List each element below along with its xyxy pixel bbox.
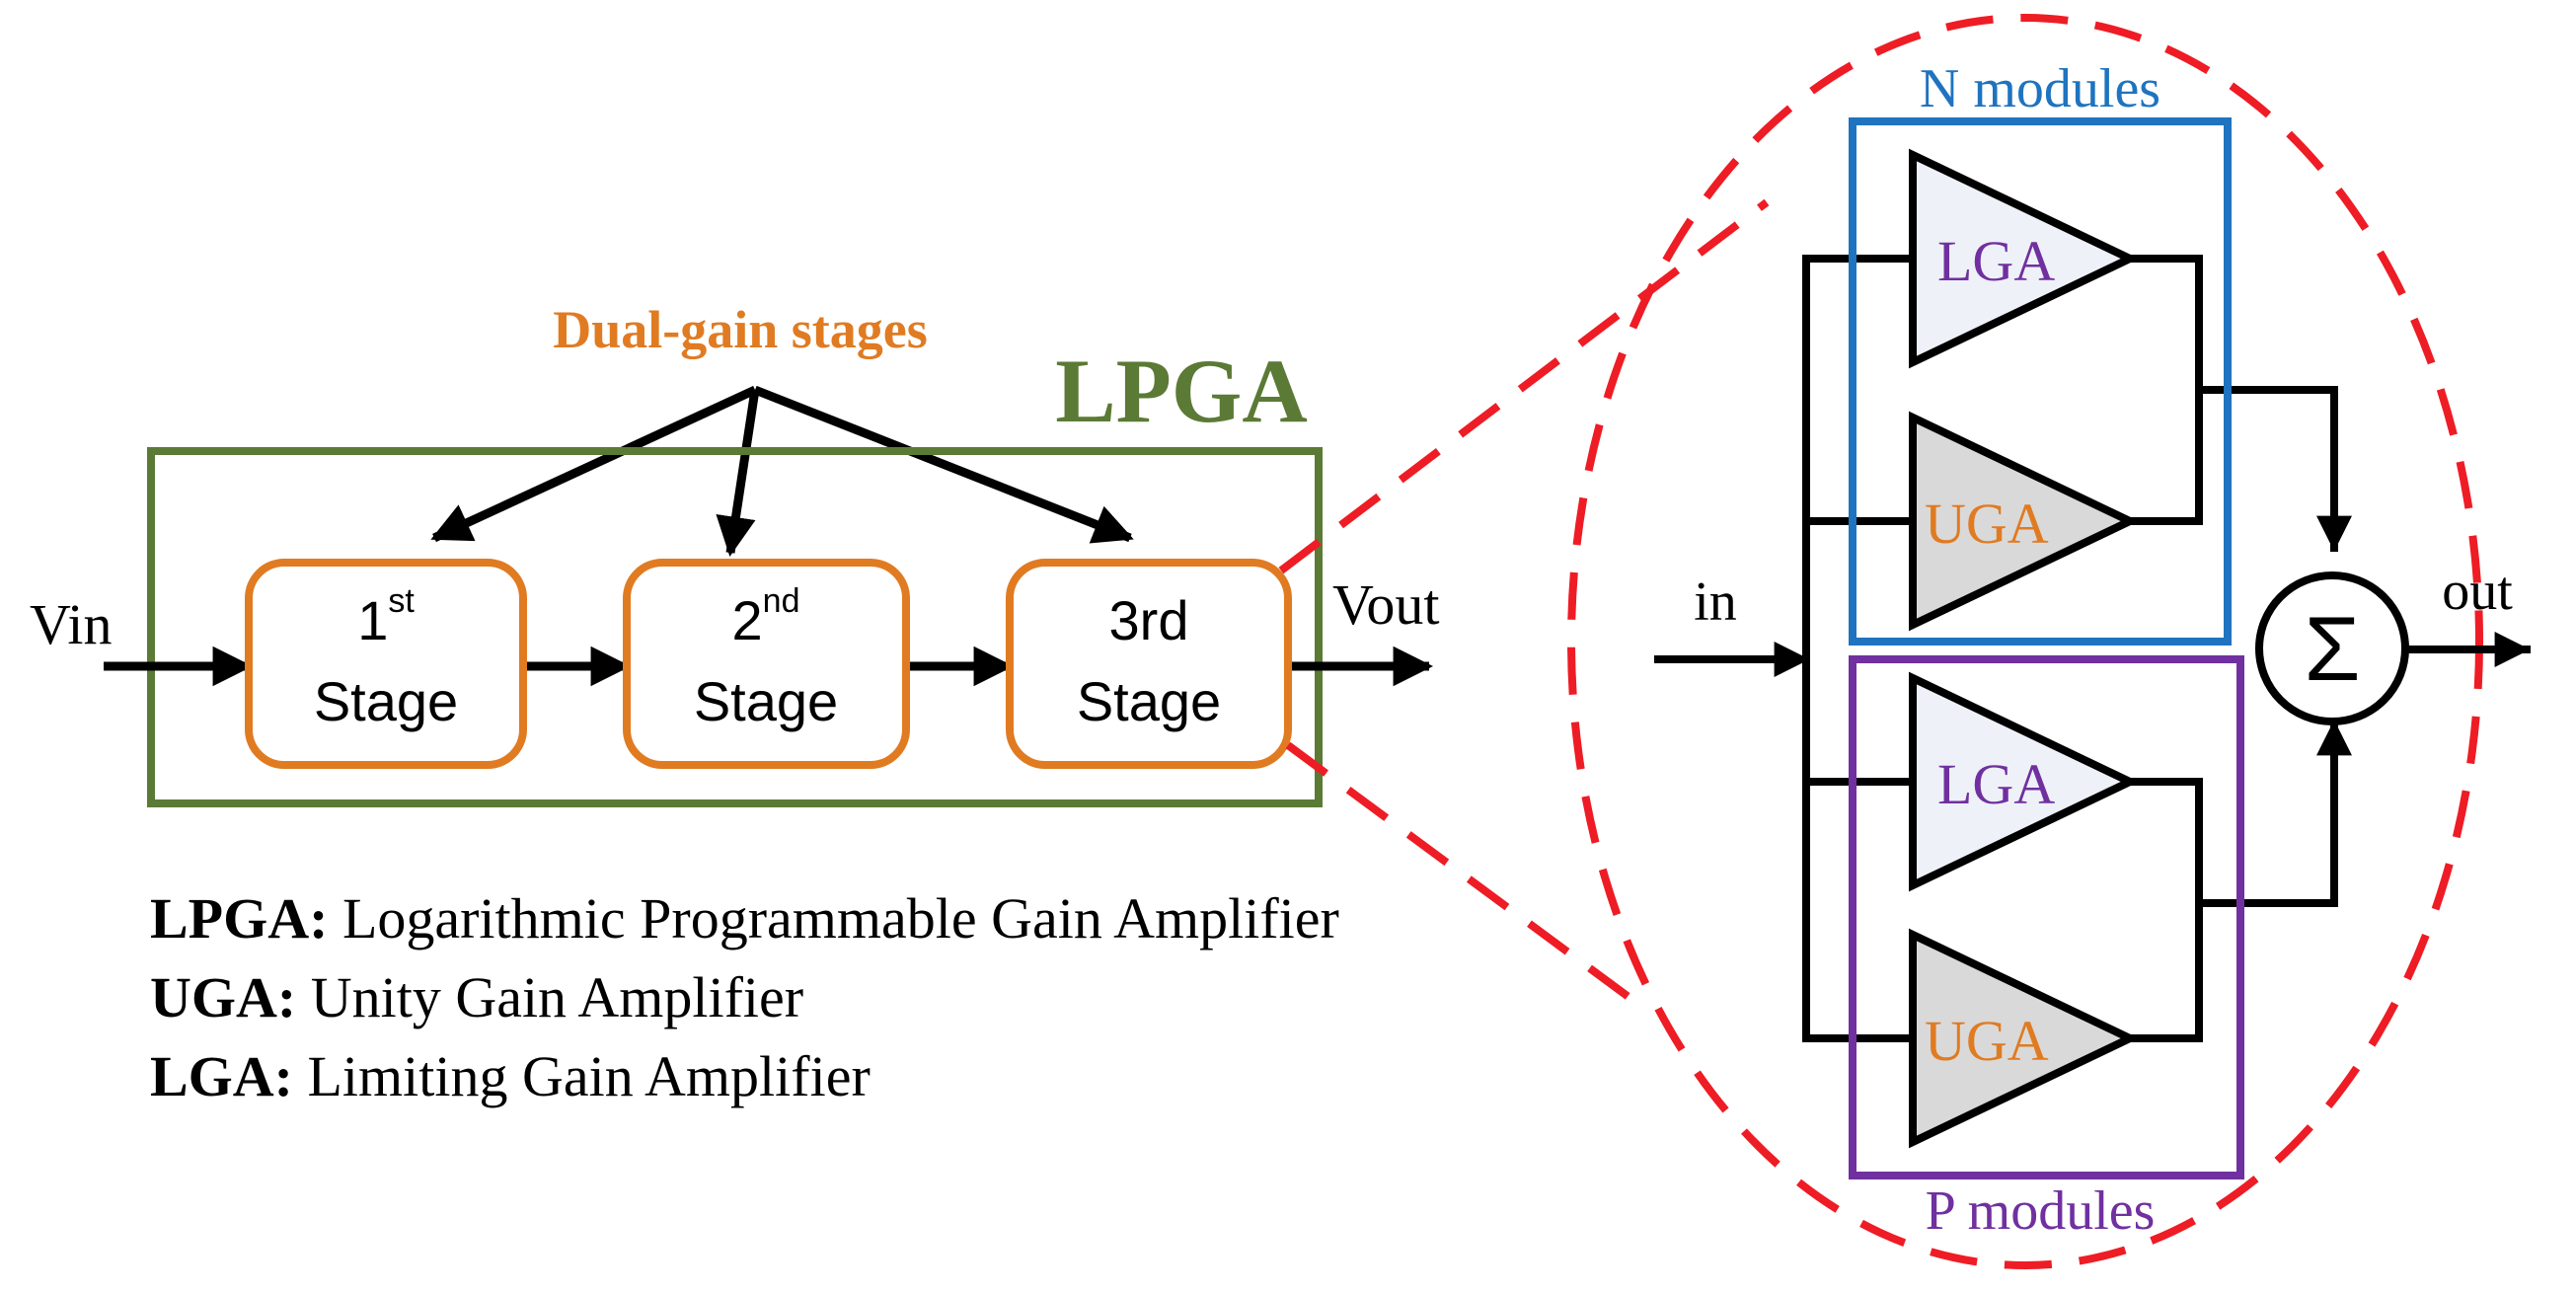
legend: LPGA: Logarithmic Programmable Gain Ampl… <box>150 886 1339 1108</box>
legend-term-lpga: LPGA: <box>150 886 328 951</box>
legend-desc-lpga: Logarithmic Programmable Gain Amplifier <box>328 886 1338 951</box>
p-to-sum-wire <box>2195 720 2352 907</box>
stage-2-number: 2 <box>732 589 763 651</box>
lga-triangle-icon <box>1909 148 2140 369</box>
legend-item-lga: LGA: Limiting Gain Amplifier <box>150 1044 871 1108</box>
uga-triangle-icon <box>1909 928 2140 1149</box>
out-label: out <box>2442 561 2513 622</box>
amplifier-2: UGA <box>1909 411 2140 632</box>
dual-gain-pointer-arrows <box>430 385 1134 558</box>
pointer-arrow-stage-1 <box>430 385 757 543</box>
lga-triangle-icon <box>1909 671 2140 892</box>
amplifier-2-label: UGA <box>1925 492 2049 556</box>
zoom-line-bottom <box>1285 741 1631 1001</box>
legend-term-uga: UGA: <box>150 965 296 1029</box>
p-modules-box <box>1849 655 2244 1179</box>
stage-3: 3rd Stage <box>1006 559 1292 769</box>
n-modules-box <box>1849 117 2232 646</box>
p-modules-label: P modules <box>1926 1180 2156 1242</box>
sum-circle-icon <box>2255 571 2409 725</box>
stage-1-superscript: st <box>388 582 415 620</box>
legend-item-uga: UGA: Unity Gain Amplifier <box>150 965 803 1029</box>
zoom-ellipse <box>1567 14 2483 1269</box>
amplifier-1-label: LGA <box>1937 229 2055 293</box>
stage-1-word: Stage <box>314 670 458 732</box>
lpga-label: LPGA <box>1055 341 1308 441</box>
amplifier-1: LGA <box>1909 148 2140 369</box>
amplifier-3: LGA <box>1909 671 2140 892</box>
vout-label: Vout <box>1332 572 1440 637</box>
legend-desc-uga: Unity Gain Amplifier <box>296 965 803 1029</box>
lpga-box <box>147 447 1323 807</box>
uga-triangle-icon <box>1909 411 2140 632</box>
legend-term-lga: LGA: <box>150 1044 293 1108</box>
summing-node: Σ <box>2255 571 2409 725</box>
sum-symbol: Σ <box>2305 599 2361 700</box>
stage-1-number: 1 <box>357 589 388 651</box>
pointer-arrow-stage-3 <box>753 385 1134 544</box>
stage-1-box <box>245 559 527 769</box>
stage-1-ordinal: 1st <box>357 582 415 651</box>
pointer-arrow-stage-2 <box>716 389 760 558</box>
n-to-sum-wire <box>2195 386 2352 552</box>
amplifier-3-label: LGA <box>1937 752 2055 816</box>
stage-1: 1st Stage <box>245 559 527 769</box>
stage-2-superscript: nd <box>763 582 800 620</box>
amplifier-4: UGA <box>1909 928 2140 1149</box>
stage-3-word: Stage <box>1077 670 1221 732</box>
stage-2-word: Stage <box>694 670 838 732</box>
stage-2-box <box>623 559 910 769</box>
n-modules-label: N modules <box>1920 58 2160 119</box>
legend-desc-lga: Limiting Gain Amplifier <box>293 1044 871 1108</box>
stage-3-ordinal: 3rd <box>1109 589 1189 651</box>
legend-item-lpga: LPGA: Logarithmic Programmable Gain Ampl… <box>150 886 1339 951</box>
stage-3-box <box>1006 559 1292 769</box>
stage-2-ordinal: 2nd <box>732 582 800 651</box>
zoom-line-top <box>1278 198 1770 574</box>
amplifier-4-label: UGA <box>1925 1009 2049 1073</box>
dual-gain-stages-label: Dual-gain stages <box>553 300 928 359</box>
vin-label: Vin <box>30 592 113 656</box>
zoom-callout <box>1278 14 2483 1269</box>
in-label: in <box>1694 571 1737 633</box>
stage-2: 2nd Stage <box>623 559 910 769</box>
